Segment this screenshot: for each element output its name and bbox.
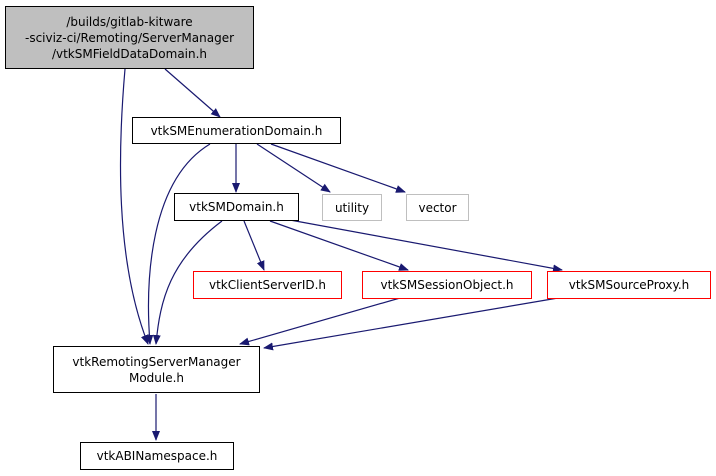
node-label: vector (418, 200, 457, 215)
edge-root-enum (164, 68, 221, 118)
edge-domain-csid (243, 220, 265, 271)
node-label: vtkSMEnumerationDomain.h (150, 123, 323, 138)
edge-enum-module (145, 143, 211, 345)
node-vtkSMEnumerationDomain[interactable]: vtkSMEnumerationDomain.h (132, 117, 341, 144)
node-label: vtkSMSessionObject.h (380, 278, 514, 292)
edge-root-module (119, 68, 149, 345)
edge-domain-module (152, 220, 223, 345)
node-utility: utility (322, 194, 382, 221)
node-vtkSMDomain[interactable]: vtkSMDomain.h (174, 193, 299, 221)
node-vtkRemotingServerManagerModule[interactable]: vtkRemotingServerManager Module.h (53, 346, 260, 393)
node-vtkClientServerID[interactable]: vtkClientServerID.h (193, 271, 342, 299)
node-label: vtkClientServerID.h (208, 278, 327, 292)
edge-session-module (239, 297, 401, 346)
edge-domain-source (289, 219, 563, 273)
edge-enum-vector (270, 143, 406, 193)
node-label: vtkSMSourceProxy.h (568, 278, 690, 292)
node-vtkSMSourceProxy[interactable]: vtkSMSourceProxy.h (547, 271, 711, 299)
node-label: vtkRemotingServerManager Module.h (72, 354, 241, 385)
node-vector: vector (406, 194, 469, 221)
node-label: vtkABINamespace.h (96, 449, 218, 463)
node-label: vtkSMDomain.h (189, 200, 284, 214)
edge-source-module (263, 297, 559, 351)
node-vtkSMFieldDataDomain: /builds/gitlab-kitware -sciviz-ci/Remoti… (5, 6, 254, 69)
node-label: utility (334, 200, 370, 215)
node-label: /builds/gitlab-kitware -sciviz-ci/Remoti… (24, 14, 235, 61)
node-vtkABINamespace[interactable]: vtkABINamespace.h (80, 442, 234, 470)
node-vtkSMSessionObject[interactable]: vtkSMSessionObject.h (362, 271, 532, 299)
edge-domain-session (269, 220, 409, 271)
edge-enum-utility (256, 143, 331, 193)
